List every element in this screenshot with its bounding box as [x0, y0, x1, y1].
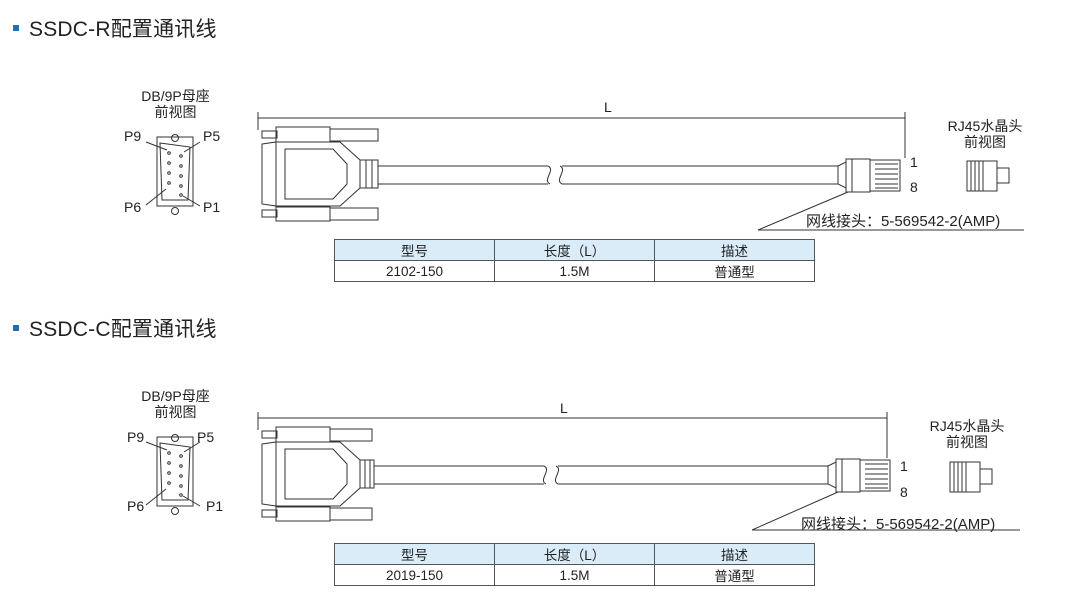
- pin-label-p9: P9: [124, 128, 142, 144]
- pin-label-p1: P1: [203, 199, 221, 215]
- section-heading: SSDC-C配置通讯线: [13, 314, 217, 342]
- db9-view-label: DB/9P母座 前视图: [141, 388, 210, 420]
- table-header: 型号: [334, 239, 495, 261]
- table-cell: 普通型: [654, 260, 815, 282]
- rj45-view-label: RJ45水晶头 前视图: [929, 418, 1005, 450]
- cable-section-ssdc-r: SSDC-R配置通讯线: [0, 0, 1066, 298]
- db9-view-label: DB/9P母座 前视图: [141, 88, 210, 120]
- rj45-view-label: RJ45水晶头 前视图: [947, 118, 1023, 150]
- rj-pin-bottom: 8: [900, 484, 908, 500]
- cable-section-ssdc-c: SSDC-C配置通讯线: [0, 300, 1066, 598]
- pin-label-p9: P9: [127, 429, 145, 445]
- bullet-icon: [13, 25, 19, 31]
- pin-label-p1: P1: [206, 498, 224, 514]
- table-header: 长度（L）: [494, 543, 655, 565]
- length-label: L: [560, 400, 568, 416]
- table-header: 描述: [654, 543, 815, 565]
- table-header-row: 型号 长度（L） 描述: [334, 239, 815, 261]
- table-row: 2019-150 1.5M 普通型: [334, 564, 815, 586]
- length-dimension-icon: [257, 112, 906, 158]
- pin-label-p5: P5: [197, 429, 215, 445]
- leader-line-icon: [757, 191, 849, 231]
- table-cell: 1.5M: [494, 260, 655, 282]
- rj45-plug-icon: [827, 458, 891, 493]
- section-heading: SSDC-R配置通讯线: [13, 14, 217, 42]
- connector-spec: 网线接头：5-569542-2(AMP): [806, 213, 1001, 230]
- pin-label-p5: P5: [203, 128, 221, 144]
- connector-spec: 网线接头：5-569542-2(AMP): [801, 516, 996, 533]
- db9-connector-icon: [261, 426, 375, 522]
- rj45-front-view-icon: [966, 160, 1010, 192]
- pin-label-p6: P6: [124, 199, 142, 215]
- length-dimension-icon: [257, 412, 888, 458]
- rj45-front-view-icon: [949, 461, 993, 493]
- cable-drawing: [145, 112, 1024, 231]
- table-row: 2102-150 1.5M 普通型: [334, 260, 815, 282]
- cable-icon: [374, 465, 828, 485]
- rj-pin-top: 1: [900, 458, 908, 474]
- length-label: L: [604, 99, 612, 115]
- rj-pin-bottom: 8: [910, 179, 918, 195]
- rj45-plug-icon: [837, 158, 901, 193]
- db9-connector-icon: [261, 126, 379, 222]
- leader-line-icon: [751, 491, 839, 531]
- spec-table: 型号 长度（L） 描述 2019-150 1.5M 普通型: [334, 543, 815, 586]
- cable-drawing: [145, 412, 1020, 531]
- table-header: 型号: [334, 543, 495, 565]
- table-cell: 1.5M: [494, 564, 655, 586]
- db9-front-view-icon: [145, 434, 201, 515]
- db9-front-view-icon: [145, 134, 201, 215]
- section-title: SSDC-C配置通讯线: [29, 318, 217, 341]
- table-header-row: 型号 长度（L） 描述: [334, 543, 815, 565]
- cable-icon: [378, 165, 838, 185]
- table-cell: 2019-150: [334, 564, 495, 586]
- table-cell: 2102-150: [334, 260, 495, 282]
- bullet-icon: [13, 325, 19, 331]
- table-cell: 普通型: [654, 564, 815, 586]
- rj-pin-top: 1: [910, 154, 918, 170]
- table-header: 长度（L）: [494, 239, 655, 261]
- pin-label-p6: P6: [127, 498, 145, 514]
- section-title: SSDC-R配置通讯线: [29, 18, 217, 41]
- spec-table: 型号 长度（L） 描述 2102-150 1.5M 普通型: [334, 239, 815, 282]
- table-header: 描述: [654, 239, 815, 261]
